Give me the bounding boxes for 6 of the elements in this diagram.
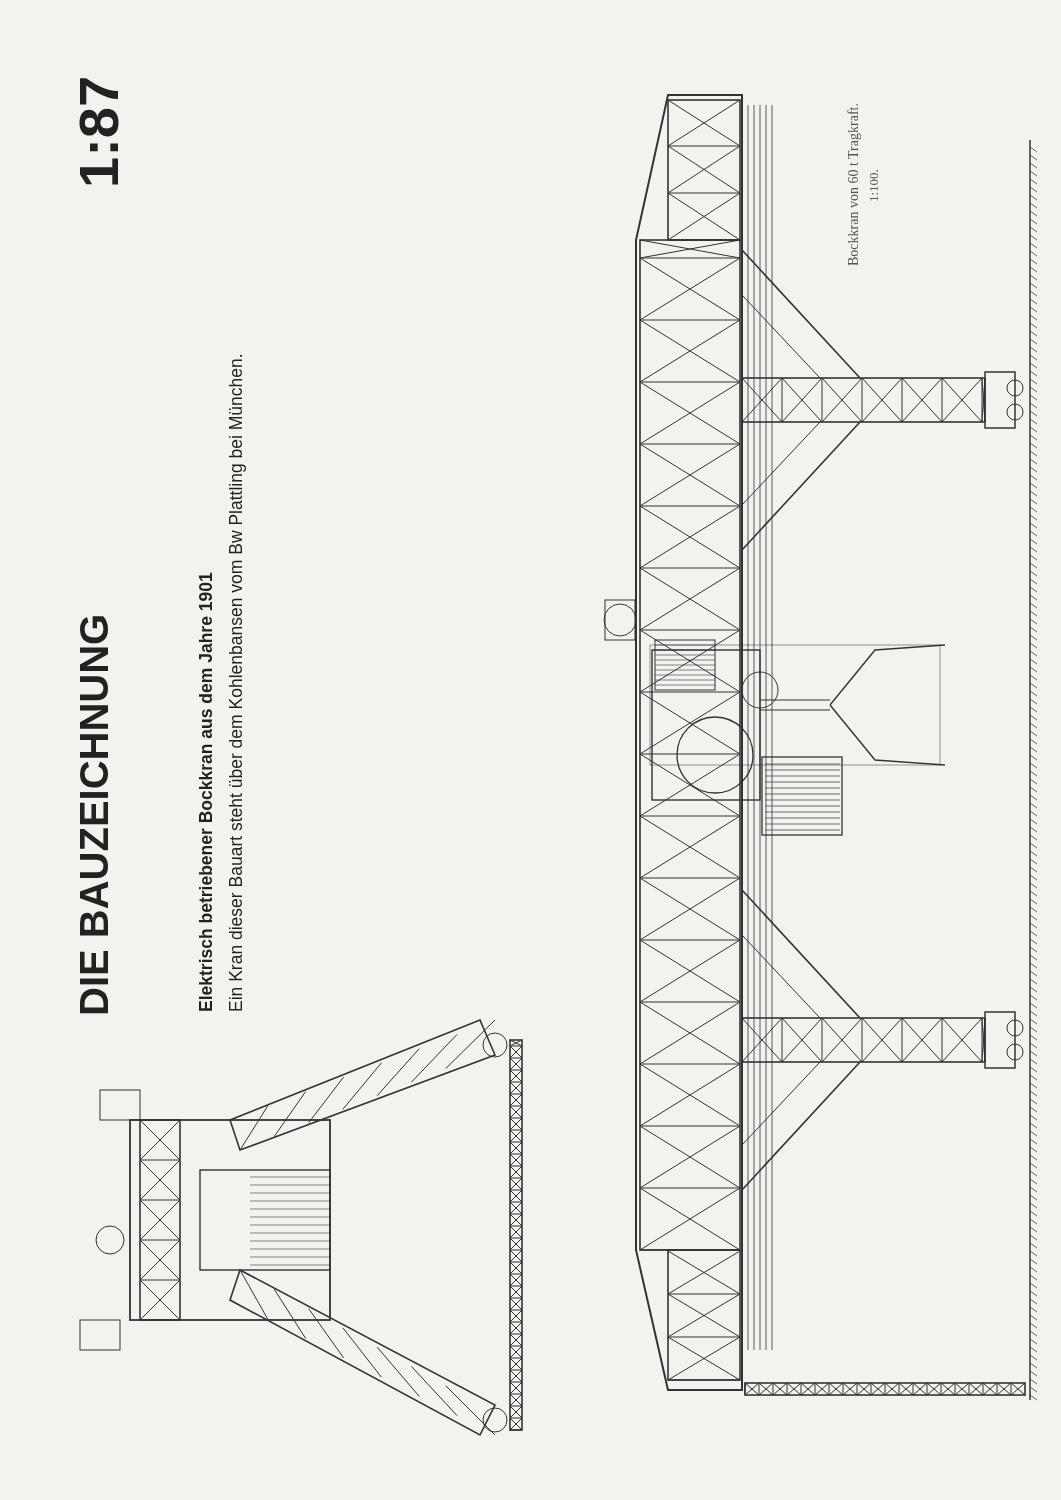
subtitle: Elektrisch betriebener Bockkran aus dem Jahre 1901 bbox=[196, 572, 217, 1012]
scale-heading: 1:87 bbox=[66, 75, 131, 188]
description-text: Ein Kran dieser Bauart steht über dem Kohlenbansen vom Bw Plattling bei München. bbox=[226, 353, 247, 1012]
drawing-caption: Bockkran von 60 t Tragkraft. bbox=[846, 103, 862, 266]
title: DIE BAUZEICHNUNG bbox=[72, 613, 117, 1016]
scale-note: 1:100. bbox=[866, 169, 882, 202]
